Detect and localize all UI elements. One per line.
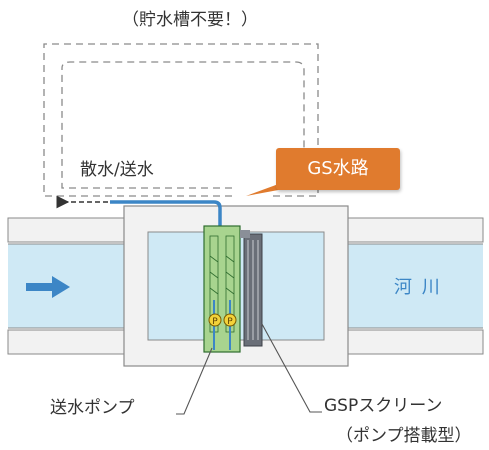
pressure-gauge-left: P [208, 313, 222, 327]
gsp-screen [240, 230, 263, 347]
gs-channel-callout: GS水路 [276, 148, 400, 190]
spray-supply-label: 散水/送水 [80, 160, 154, 180]
pressure-gauge-right: P [223, 313, 237, 327]
screen-type-label: （ポンプ搭載型） [336, 426, 472, 446]
pump-leader-line [176, 347, 213, 415]
svg-text:P: P [212, 317, 218, 327]
storage-outline-outer [43, 43, 319, 197]
svg-text:P: P [227, 317, 233, 327]
river-label: 河 川 [394, 277, 442, 298]
screen-label: GSPスクリーン [324, 396, 443, 416]
screen-leader-line [261, 323, 322, 413]
pump-unit [203, 225, 241, 353]
supply-pipe [110, 200, 222, 226]
right-arrow-icon [26, 276, 70, 298]
pump-label: 送水ポンプ [50, 398, 135, 418]
storage-note-label: （貯水槽不要！） [122, 10, 258, 30]
storage-outline-inner [61, 61, 305, 189]
